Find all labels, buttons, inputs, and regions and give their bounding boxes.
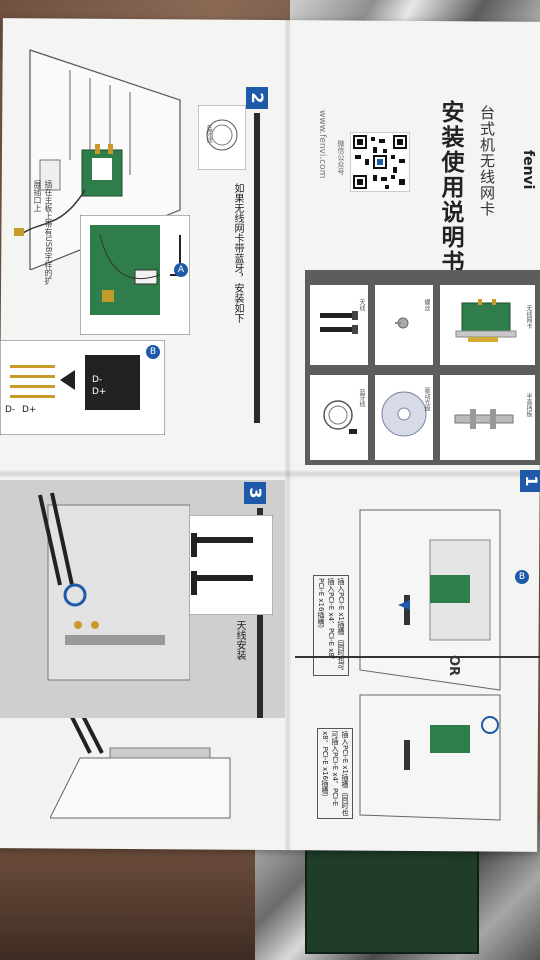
step-1-circle-b: B [515, 570, 529, 584]
bluetooth-cable-inset [198, 105, 246, 170]
manual-subtitle: 台式机无线网卡 [478, 105, 496, 217]
wifi-card-icon [455, 299, 517, 342]
qr-code-label: 微信公众号 [337, 140, 345, 175]
screw-icon [395, 317, 409, 329]
fold-line-vertical [285, 20, 291, 850]
step-3-bottom-panel [0, 718, 285, 840]
contents-label-screw: 螺丝 [423, 299, 430, 311]
manual-title: 安装使用说明书 [437, 100, 463, 275]
pcie-install-diagram-1 [359, 509, 501, 691]
contents-label-cable: 蓝牙线 [358, 389, 365, 407]
cable-label: 蓝牙线 [205, 125, 212, 143]
contents-cell-bracket: 半高挡板 [440, 375, 535, 460]
contents-label-bracket: 半高挡板 [525, 393, 532, 417]
package-contents-grid: 无线网卡 半高挡板 螺丝 驱动光盘 天线 [305, 270, 540, 465]
usb-header-note: 插在主板上带有USB字样的扩展插口上 [33, 180, 53, 285]
fold-line-horizontal [0, 470, 540, 478]
contents-label-card: 无线网卡 [525, 305, 532, 329]
antenna-mounted-diagram [50, 718, 231, 819]
contents-cell-cable: 蓝牙线 [310, 375, 368, 460]
pcie-install-diagram-2 [359, 694, 501, 821]
wifi-card-icon-step1 [430, 575, 470, 603]
contents-cell-screw: 螺丝 [375, 285, 433, 365]
step-2-circle-b: B [146, 345, 160, 359]
or-divider-line [295, 656, 540, 658]
step-2-instruction: 如果无线网卡带蓝牙，安装如下 [232, 183, 243, 323]
antenna-icon [320, 311, 358, 334]
header-pin-label-1: D- [5, 405, 16, 415]
contents-label-antenna: 天线 [358, 299, 365, 311]
antenna-pair-inset [183, 515, 273, 615]
website-url: www.fenvi.com [317, 110, 327, 179]
step-1-number: 1 [520, 470, 540, 492]
step-3-number: 3 [244, 482, 266, 504]
or-label: OR [446, 654, 462, 677]
step-2-circle-a: A [174, 263, 188, 277]
step-2-number: 2 [246, 87, 268, 109]
wooden-table-bottom [0, 840, 300, 960]
zoom-card-connector [80, 215, 190, 335]
step-1-note-1: 插入PCI-E x1插槽（同时也可插入PCI-E x4、PCI-E x8、PCI… [313, 575, 349, 676]
contents-cell-antenna: 天线 [310, 285, 368, 365]
connector-pin-label-2: D+ [92, 387, 107, 397]
step-1-note-2: 插入PCI-E x1插槽（同时也可插入PCI-E x4、PCI-E x8、PCI… [317, 728, 353, 819]
step-1-panel: 1 插入PCI-E x1插槽（同时也可插入PCI-E x4、PCI-E x8、P… [295, 470, 540, 830]
step-2-divider [254, 113, 260, 423]
step-3-divider [257, 508, 263, 808]
usb-pin-header-diagram [0, 340, 165, 435]
contents-cell-card: 无线网卡 [440, 285, 535, 365]
connector-pin-label-1: D- [92, 375, 103, 385]
step-2-panel: 2 插在主板上带有USB字样的扩展插口上 蓝牙线 如果无线网卡带蓝牙，安装如下 [0, 49, 268, 440]
contents-label-cd: 驱动光盘 [423, 387, 430, 411]
step-3-title: 天线安装 [234, 620, 245, 660]
insert-arrow-icon [398, 600, 410, 610]
bracket-icon [454, 409, 514, 429]
rotate-arrow-icon [63, 583, 87, 607]
antenna-mount-diagram [38, 492, 190, 681]
contents-cell-cd: 驱动光盘 [375, 375, 433, 460]
cd-icon [381, 391, 427, 437]
bluetooth-cable-icon [323, 400, 357, 434]
header-pin-label-2: D+ [22, 405, 37, 415]
brand-logo-fragment: fenvi [520, 150, 536, 190]
qr-code-icon [350, 132, 410, 192]
